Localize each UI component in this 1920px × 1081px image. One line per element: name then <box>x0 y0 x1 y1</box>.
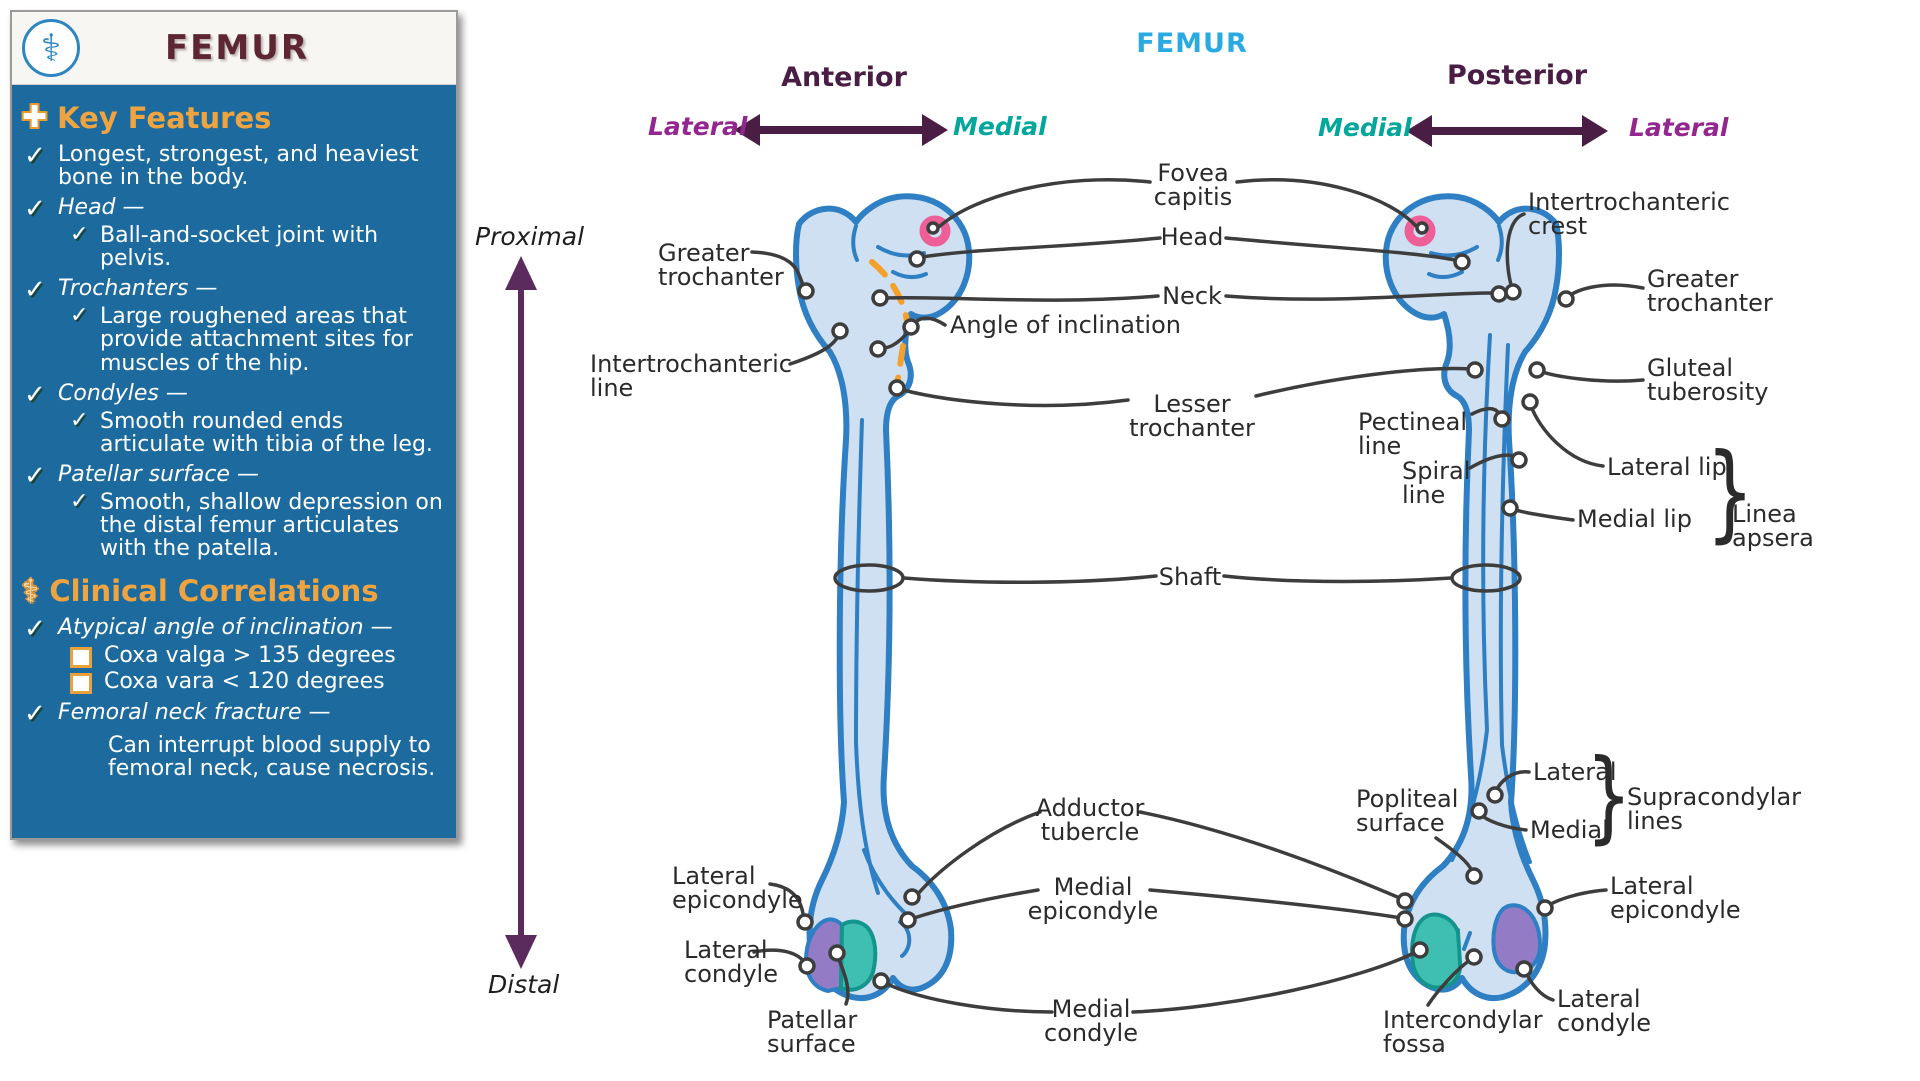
list-item: ✓Femoral neck fracture — <box>24 699 331 730</box>
label-supracondylar-medial: Medial <box>1530 816 1609 844</box>
check-icon: ✓ <box>24 699 46 730</box>
label-intercondylar-fossa: Intercondylar fossa <box>1383 1006 1543 1058</box>
diagram-title: FEMUR <box>1136 28 1248 59</box>
list-item: ✓Trochanters — <box>24 275 218 306</box>
label-popliteal-surface: Popliteal surface <box>1356 785 1459 837</box>
clinical-correlations-heading-text: Clinical Correlations <box>49 574 379 609</box>
label-neck: Neck <box>1162 282 1222 310</box>
check-icon: ✓ <box>70 222 89 248</box>
label-greater-trochanter-posterior: Greater trochanter <box>1647 265 1773 317</box>
label-lesser-trochanter: Lesser trochanter <box>1129 390 1255 442</box>
supracondylar-lines-brace: } <box>1586 737 1632 854</box>
proximal-distal-axis-arrow <box>505 256 537 969</box>
posterior-medial-direction-label: Medial <box>1318 113 1412 142</box>
label-supracondylar-lateral: Lateral <box>1533 758 1617 786</box>
check-icon: ✓ <box>24 379 46 410</box>
list-subitem: ✓Smooth, shallow depression on the dista… <box>70 488 443 562</box>
linea-aspera-brace: } <box>1706 431 1755 553</box>
label-lateral-epicondyle-posterior: Lateral epicondyle <box>1610 872 1741 924</box>
caduceus-icon: ⚕ <box>22 572 40 611</box>
label-greater-trochanter-anterior: Greater trochanter <box>658 239 784 291</box>
check-icon: ✓ <box>70 407 89 433</box>
anterior-femur-bone <box>793 193 973 1001</box>
label-medial-condyle: Medial condyle <box>1044 995 1138 1047</box>
posterior-direction-arrow <box>1406 115 1608 147</box>
square-bullet-icon <box>70 673 92 695</box>
key-features-heading: ✚ Key Features <box>22 101 444 135</box>
list-item: ✓Atypical angle of inclination — <box>24 614 393 645</box>
label-gluteal-tuberosity: Gluteal tuberosity <box>1647 354 1769 406</box>
anterior-medial-direction-label: Medial <box>953 112 1047 141</box>
list-subitem: ✓Large roughened areas that provide atta… <box>70 303 413 376</box>
label-angle-of-inclination: Angle of inclination <box>950 311 1181 339</box>
panel-body: ✚ Key Features ✓Longest, strongest, and … <box>12 85 456 780</box>
check-icon: ✓ <box>70 488 89 514</box>
label-shaft: Shaft <box>1158 563 1222 591</box>
square-bullet-icon <box>70 647 92 669</box>
label-linea-apsera: Linea apsera <box>1732 500 1814 552</box>
label-spiral-line: Spiral line <box>1402 457 1471 509</box>
proximal-axis-label: Proximal <box>475 222 585 251</box>
posterior-lateral-direction-label: Lateral <box>1629 113 1729 142</box>
lateral-condyle-patch-anterior <box>803 917 845 994</box>
check-icon: ✓ <box>24 275 46 306</box>
lateral-condyle-patch-posterior <box>1491 903 1543 975</box>
label-lateral-condyle-posterior: Lateral condyle <box>1557 985 1651 1037</box>
list-subitem: ✓Smooth rounded ends articulate with tib… <box>70 407 433 457</box>
check-icon: ✓ <box>24 614 46 645</box>
medical-staff-logo-icon: ⚕ <box>22 19 80 77</box>
check-icon: ✓ <box>70 303 89 329</box>
check-icon: ✓ <box>24 194 46 225</box>
list-item: ✓Longest, strongest, and heaviest bone i… <box>24 141 419 191</box>
list-subitem: Coxa valga > 135 degrees <box>70 644 444 669</box>
leader-endpoint-circles <box>796 221 1575 990</box>
list-item: ✓Head — <box>24 194 145 225</box>
list-item: ✓Patellar surface — <box>24 460 259 491</box>
check-icon: ✓ <box>24 141 46 171</box>
label-intertrochanteric-line: Intertrochanteric line <box>590 350 792 402</box>
label-fovea-capitis: Fovea capitis <box>1153 159 1233 211</box>
anterior-view-heading: Anterior <box>781 62 907 93</box>
distal-axis-label: Distal <box>488 970 560 999</box>
label-head: Head <box>1160 223 1224 251</box>
femur-flashcard-panel: ⚕ FEMUR ✚ Key Features ✓Longest, stronge… <box>10 10 458 840</box>
label-lateral-lip: Lateral lip <box>1607 453 1727 481</box>
label-patellar-surface: Patellar surface <box>767 1006 858 1058</box>
fovea-capitis-marker-posterior <box>1404 215 1436 247</box>
clinical-correlations-heading: ⚕ Clinical Correlations <box>22 574 444 608</box>
plus-icon: ✚ <box>22 100 48 135</box>
label-adductor-tubercle: Adductor tubercle <box>1035 794 1145 846</box>
label-lateral-epicondyle-anterior: Lateral epicondyle <box>672 862 803 914</box>
panel-header: ⚕ FEMUR <box>12 12 456 85</box>
list-subitem: Can interrupt blood supply to femoral ne… <box>108 733 436 782</box>
anterior-lateral-direction-label: Lateral <box>648 112 748 141</box>
patellar-surface-patch <box>838 919 878 992</box>
label-pectineal-line: Pectineal line <box>1358 408 1468 460</box>
staff-of-asclepius-glyph: ⚕ <box>40 26 62 70</box>
key-features-heading-text: Key Features <box>57 101 272 135</box>
label-intertrochanteric-crest: Intertrochanteric crest <box>1528 188 1730 240</box>
list-subitem: Coxa vara < 120 degrees <box>70 670 444 695</box>
anterior-direction-arrow <box>734 114 948 146</box>
label-supracondylar-lines: Supracondylar lines <box>1627 783 1802 835</box>
list-item: ✓Condyles — <box>24 379 188 410</box>
fovea-capitis-marker-anterior <box>919 215 951 247</box>
list-subitem: ✓Ball-and-socket joint with pelvis. <box>70 222 379 272</box>
panel-title: FEMUR <box>164 28 310 68</box>
label-medial-epicondyle: Medial epicondyle <box>1027 873 1159 925</box>
label-medial-lip: Medial lip <box>1577 505 1692 533</box>
posterior-view-heading: Posterior <box>1446 60 1588 91</box>
check-icon: ✓ <box>24 460 46 491</box>
label-lateral-condyle-anterior: Lateral condyle <box>684 936 778 988</box>
